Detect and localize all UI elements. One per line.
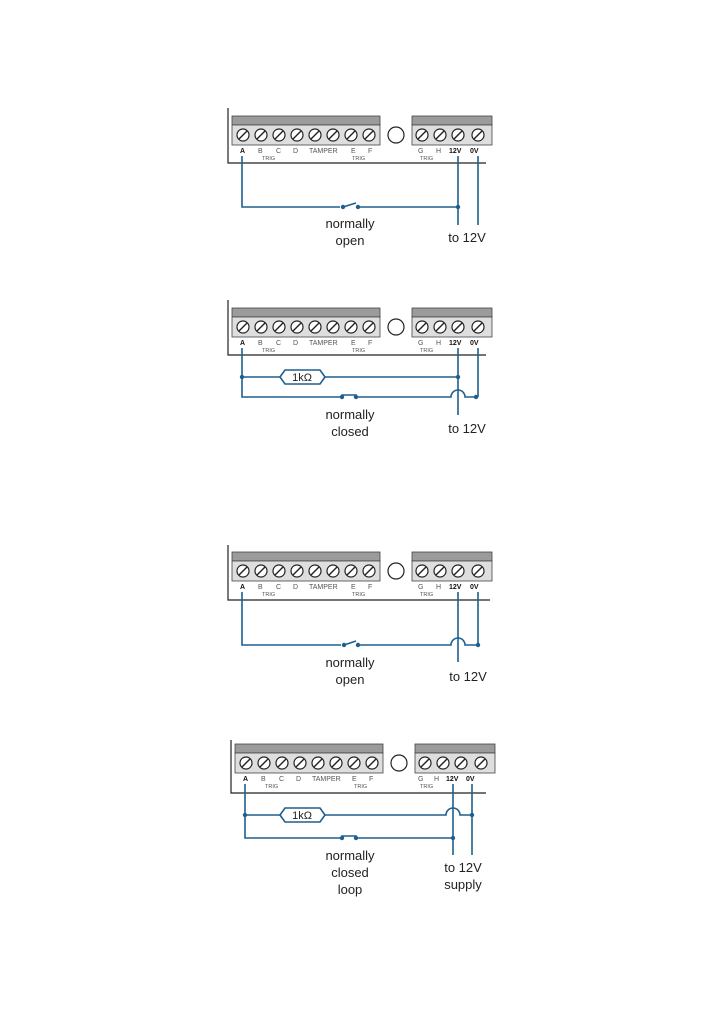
terminal-tamper-label: TAMPER	[312, 776, 341, 783]
terminal-h-label: H	[436, 148, 441, 155]
terminal-g-label: G	[418, 340, 423, 347]
terminal-c-label: C	[279, 776, 284, 783]
terminal-a-label: A	[240, 148, 245, 155]
terminal-e-label: E	[351, 148, 356, 155]
contact-label-line-1: normally	[325, 655, 375, 670]
terminal-c-label: C	[276, 148, 281, 155]
supply-label-line-2: supply	[444, 877, 482, 892]
terminal-0v-label: 0V	[470, 584, 479, 591]
terminal-f-label: F	[369, 776, 373, 783]
supply-label-line-1: to 12V	[444, 860, 482, 875]
trig-label: TRIG	[352, 156, 365, 162]
diagram-3-normally-open: A B C D TAMPER E F TRIG TRIG G H TRIG 12…	[228, 545, 492, 687]
terminal-c-label: C	[276, 584, 281, 591]
trig-label: TRIG	[420, 348, 433, 354]
terminal-12v-label: 12V	[449, 340, 462, 347]
terminal-a-label: A	[243, 776, 248, 783]
terminal-b-label: B	[258, 148, 263, 155]
resistor-label: 1kΩ	[292, 810, 312, 822]
trig-label: TRIG	[262, 348, 275, 354]
contact-label-line-2: closed	[331, 865, 369, 880]
contact-label-line-1: normally	[325, 848, 375, 863]
terminal-d-label: D	[293, 584, 298, 591]
terminal-12v-label: 12V	[449, 148, 462, 155]
trig-label: TRIG	[262, 592, 275, 598]
trig-label: TRIG	[354, 784, 367, 790]
trig-label: TRIG	[420, 784, 433, 790]
terminal-12v-label: 12V	[449, 584, 462, 591]
supply-label: to 12V	[448, 421, 486, 436]
terminal-c-label: C	[276, 340, 281, 347]
trig-label: TRIG	[352, 348, 365, 354]
terminal-f-label: F	[368, 584, 372, 591]
contact-label-line-2: open	[336, 672, 365, 687]
terminal-f-label: F	[368, 340, 372, 347]
trig-label: TRIG	[265, 784, 278, 790]
supply-label: to 12V	[448, 230, 486, 245]
terminal-h-label: H	[436, 340, 441, 347]
terminal-g-label: G	[418, 148, 423, 155]
terminal-f-label: F	[368, 148, 372, 155]
trig-label: TRIG	[352, 592, 365, 598]
diagram-1-normally-open: A B C D TAMPER E F TRIG TRIG G H TRIG 12…	[228, 108, 492, 248]
terminal-tamper-label: TAMPER	[309, 148, 338, 155]
terminal-d-label: D	[296, 776, 301, 783]
contact-label-line-2: open	[336, 233, 365, 248]
terminal-g-label: G	[418, 584, 423, 591]
terminal-g-label: G	[418, 776, 423, 783]
terminal-d-label: D	[293, 148, 298, 155]
terminal-b-label: B	[258, 340, 263, 347]
terminal-a-label: A	[240, 340, 245, 347]
terminal-a-label: A	[240, 584, 245, 591]
terminal-e-label: E	[351, 340, 356, 347]
terminal-tamper-label: TAMPER	[309, 340, 338, 347]
trig-label: TRIG	[420, 156, 433, 162]
trig-label: TRIG	[262, 156, 275, 162]
terminal-d-label: D	[293, 340, 298, 347]
terminal-0v-label: 0V	[470, 148, 479, 155]
resistor-label: 1kΩ	[292, 372, 312, 384]
terminal-12v-label: 12V	[446, 776, 459, 783]
terminal-h-label: H	[434, 776, 439, 783]
contact-label-line-1: normally	[325, 216, 375, 231]
terminal-0v-label: 0V	[470, 340, 479, 347]
terminal-h-label: H	[436, 584, 441, 591]
terminal-e-label: E	[352, 776, 357, 783]
contact-label-line-2: closed	[331, 424, 369, 439]
contact-label-line-1: normally	[325, 407, 375, 422]
terminal-b-label: B	[261, 776, 266, 783]
trig-label: TRIG	[420, 592, 433, 598]
diagram-4-normally-closed-loop: A B C D TAMPER E F TRIG TRIG G H TRIG 12…	[231, 740, 495, 897]
terminal-e-label: E	[351, 584, 356, 591]
terminal-tamper-label: TAMPER	[309, 584, 338, 591]
diagram-2-normally-closed: A B C D TAMPER E F TRIG TRIG G H TRIG 12…	[228, 300, 492, 439]
terminal-0v-label: 0V	[466, 776, 475, 783]
contact-label-line-3: loop	[338, 882, 363, 897]
supply-label: to 12V	[449, 669, 487, 684]
terminal-b-label: B	[258, 584, 263, 591]
